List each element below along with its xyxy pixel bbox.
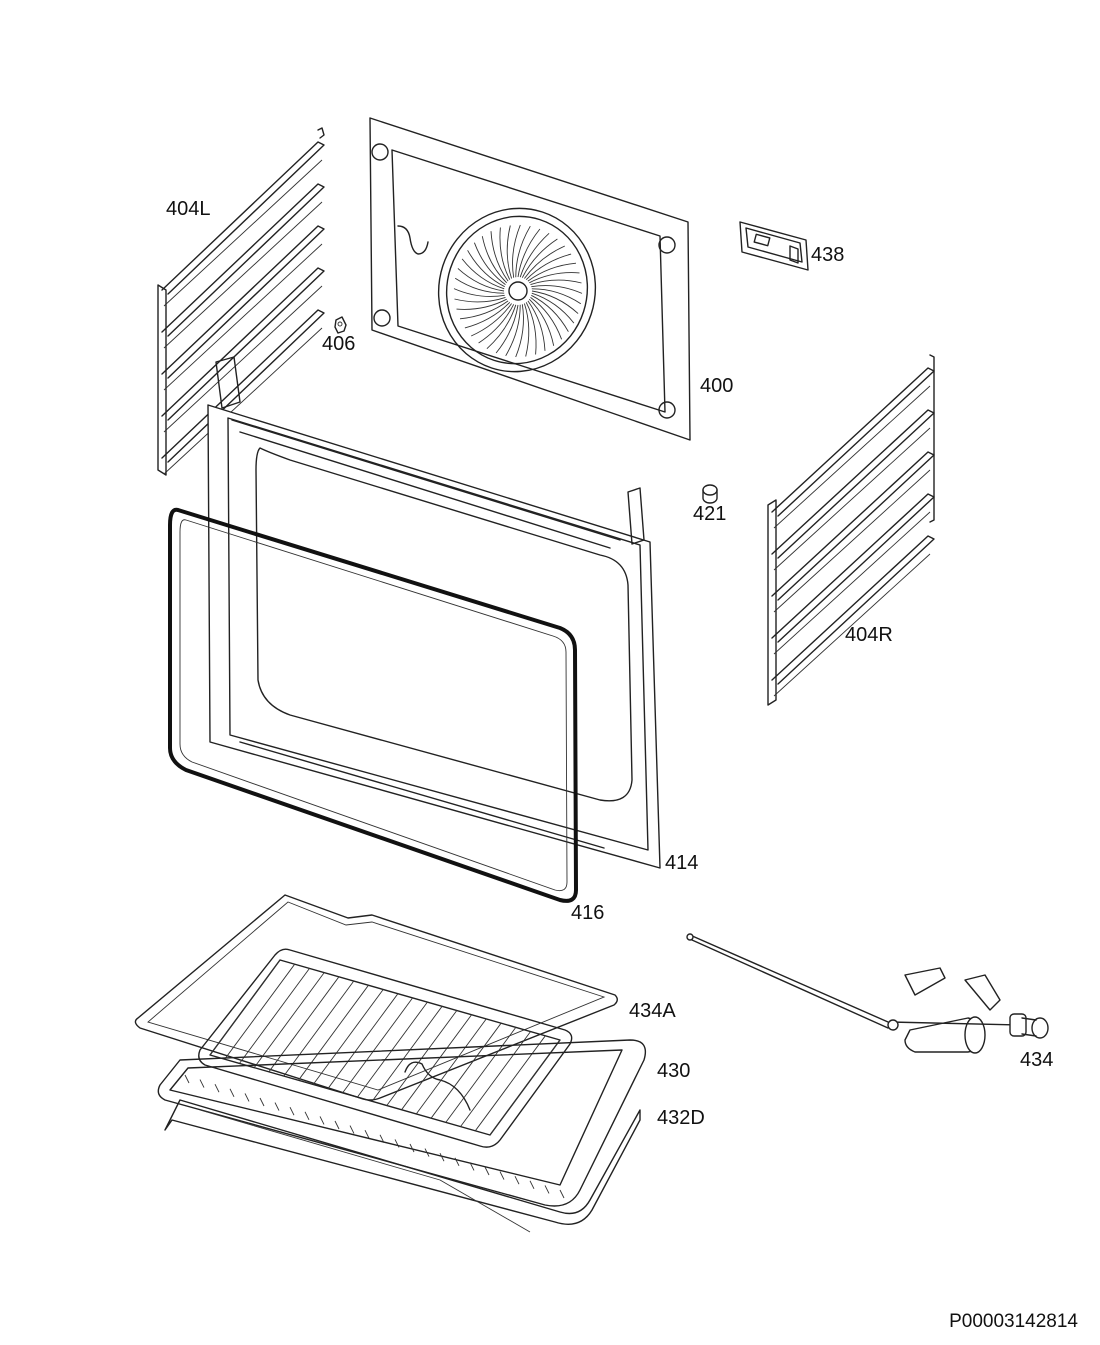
callout-414: 414 — [665, 852, 699, 874]
document-id: P00003142814 — [949, 1311, 1078, 1332]
callout-404R: 404R — [845, 624, 893, 646]
clip-406 — [334, 316, 347, 334]
left-shelf-support-404L — [157, 127, 325, 476]
rear-panel-400 — [369, 117, 691, 441]
wire-rack-430 — [198, 948, 573, 1148]
knob-421 — [702, 484, 718, 504]
callout-432D: 432D — [657, 1107, 705, 1129]
callout-434A: 434A — [629, 1000, 676, 1022]
rotisserie-spit-434 — [686, 933, 1049, 1054]
callout-404L: 404L — [166, 198, 211, 220]
callout-430: 430 — [657, 1060, 691, 1082]
baking-tray-432D — [157, 1039, 647, 1233]
callout-400: 400 — [700, 375, 734, 397]
callout-416: 416 — [571, 902, 605, 924]
callout-438: 438 — [811, 244, 845, 266]
cavity-frame-414 — [207, 356, 661, 869]
bracket-438 — [739, 221, 809, 271]
tray-434A — [134, 894, 618, 1101]
callout-406: 406 — [322, 333, 356, 355]
fan-grille — [453, 224, 583, 358]
right-shelf-support-404R — [767, 354, 935, 706]
callout-434: 434 — [1020, 1049, 1054, 1071]
door-seal-416 — [168, 507, 578, 903]
callout-421: 421 — [693, 503, 727, 525]
